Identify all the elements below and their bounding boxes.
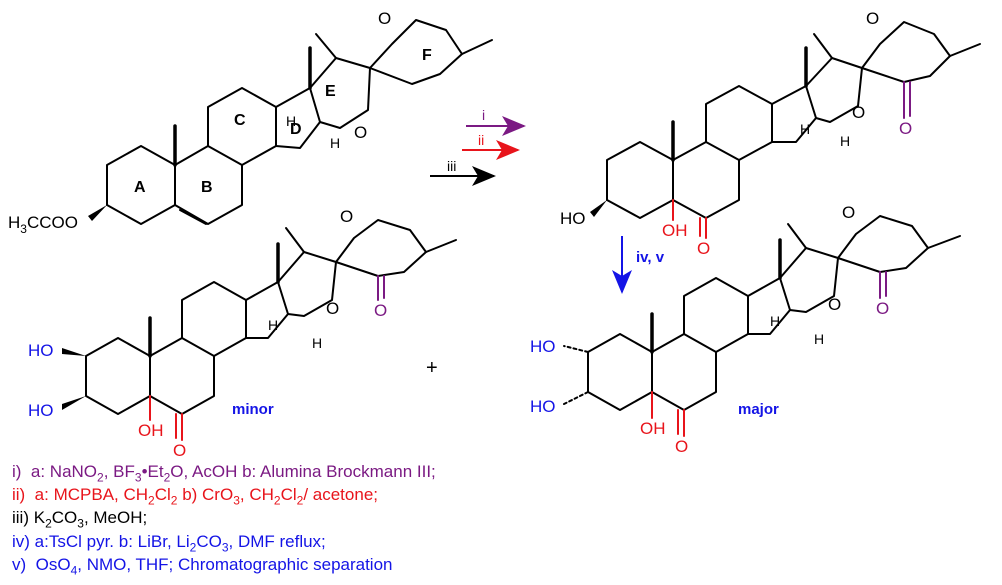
major-h-1: H <box>770 313 780 329</box>
condition-text: / acetone; <box>303 485 378 504</box>
minor-hydroxy-c3: HO <box>28 401 54 420</box>
ring-label-c: C <box>234 112 246 129</box>
condition-subscript: 2 <box>148 493 155 508</box>
major-oxygen-e: O <box>828 295 841 314</box>
condition-line: iii) K2CO3, MeOH; <box>12 508 147 533</box>
oxygen-label-f-int: O <box>866 9 879 28</box>
minor-oxygen-f: O <box>340 207 353 226</box>
condition-subscript: 3 <box>134 470 142 485</box>
hydroxy-c5-label: OH <box>662 221 688 240</box>
condition-text: a:TsCl pyr. b: LiBr, Li <box>34 532 190 551</box>
minor-ketone-o-c6: O <box>173 441 186 460</box>
condition-subscript: 4 <box>70 563 78 578</box>
condition-subscript: 3 <box>233 493 240 508</box>
minor-hydroxy-c5: OH <box>138 421 164 440</box>
major-oxygen-f: O <box>842 203 855 222</box>
hydroxy-c3-label: HO <box>560 209 586 228</box>
h-label-int-1: H <box>800 121 810 137</box>
condition-text: Cl <box>280 485 297 504</box>
condition-text: •Et <box>141 462 164 481</box>
condition-subscript: 2 <box>273 493 281 508</box>
condition-text: , NMO, THF; Chromatographic separation <box>77 555 393 574</box>
arrow-i-label: i <box>482 107 485 123</box>
condition-text: , CH <box>239 485 274 504</box>
h-label-int-2: H <box>840 133 850 149</box>
starting-material: H3CCOO A B C D E F H H O O <box>8 9 493 236</box>
condition-subscript: 3 <box>77 516 84 531</box>
condition-line: v) OsO4, NMO, THF; Chromatographic separ… <box>12 555 393 580</box>
minor-h-1: H <box>268 317 278 333</box>
ring-label-a: A <box>134 179 146 196</box>
major-ketone-o-f: O <box>876 299 889 318</box>
major-ketone-o-c6: O <box>675 437 688 456</box>
ring-label-d: D <box>290 121 302 138</box>
condition-subscript: 3 <box>221 540 229 555</box>
condition-subscript: 2 <box>189 540 197 555</box>
condition-text: , BF <box>103 462 135 481</box>
reaction-arrows-i-iii: i ii iii <box>430 107 526 186</box>
condition-prefix: v) <box>12 555 36 574</box>
arrow-iii-label: iii <box>447 158 456 174</box>
intermediate-compound: O O OH HO O O H H <box>560 9 981 258</box>
ketone-o-c6-label: O <box>697 239 710 258</box>
condition-subscript: 2 <box>45 516 52 531</box>
condition-text: a: MCPBA, CH <box>34 485 149 504</box>
arrow-ii-label: ii <box>478 132 484 148</box>
condition-text: , MeOH; <box>83 508 148 527</box>
plus-sign: + <box>426 357 438 379</box>
condition-prefix: i) <box>12 462 31 481</box>
minor-product: O O OH HO HO O O H H minor <box>28 207 457 460</box>
oxygen-label-f: O <box>378 9 391 28</box>
h-label-c16: H <box>330 135 340 151</box>
arrow-iv-v-label: iv, v <box>636 249 665 266</box>
major-product: O O OH HO HO O O H H major <box>530 203 961 456</box>
condition-text: b) CrO <box>177 485 234 504</box>
condition-subscript: 2 <box>97 470 104 485</box>
condition-line: ii) a: MCPBA, CH2Cl2 b) CrO3, CH2Cl2/ ac… <box>12 485 378 510</box>
condition-subscript: 2 <box>163 470 171 485</box>
condition-text: Cl <box>154 485 171 504</box>
reaction-arrow-iv-v: iv, v <box>612 236 665 294</box>
major-tag: major <box>738 401 779 418</box>
oxygen-label-e-int: O <box>852 103 865 122</box>
condition-text: CO <box>196 532 222 551</box>
h-label-c14: H <box>286 113 296 129</box>
oxygen-label-e: O <box>354 123 367 142</box>
condition-text: , DMF reflux; <box>228 532 326 551</box>
ketone-o-f-label: O <box>899 119 912 138</box>
condition-subscript: 2 <box>296 493 304 508</box>
major-hydroxy-c2: HO <box>530 337 556 356</box>
ring-label-e: E <box>325 83 336 100</box>
minor-oxygen-e: O <box>326 299 339 318</box>
condition-subscript: 2 <box>170 493 178 508</box>
minor-hydroxy-c2: HO <box>28 341 54 360</box>
major-hydroxy-c3: HO <box>530 397 556 416</box>
minor-ketone-o-f: O <box>374 301 387 320</box>
condition-text: a: NaNO <box>30 462 98 481</box>
condition-prefix: iii) <box>12 508 34 527</box>
ring-label-b: B <box>201 179 213 196</box>
condition-text: CO <box>51 508 78 527</box>
condition-line: i) a: NaNO2, BF3•Et2O, AcOH b: Alumina B… <box>12 462 436 487</box>
major-hydroxy-c5: OH <box>640 419 666 438</box>
minor-tag: minor <box>232 401 274 418</box>
condition-text: OsO <box>35 555 71 574</box>
ring-label-f: F <box>422 47 432 64</box>
acetate-label: H3CCOO <box>8 213 78 236</box>
condition-prefix: iv) <box>12 532 35 551</box>
minor-h-2: H <box>312 335 322 351</box>
condition-text: K <box>33 508 46 527</box>
condition-prefix: ii) <box>12 485 35 504</box>
major-h-2: H <box>814 331 824 347</box>
condition-line: iv) a:TsCl pyr. b: LiBr, Li2CO3, DMF ref… <box>12 532 326 557</box>
condition-text: O, AcOH b: Alumina Brockmann III; <box>170 462 436 481</box>
